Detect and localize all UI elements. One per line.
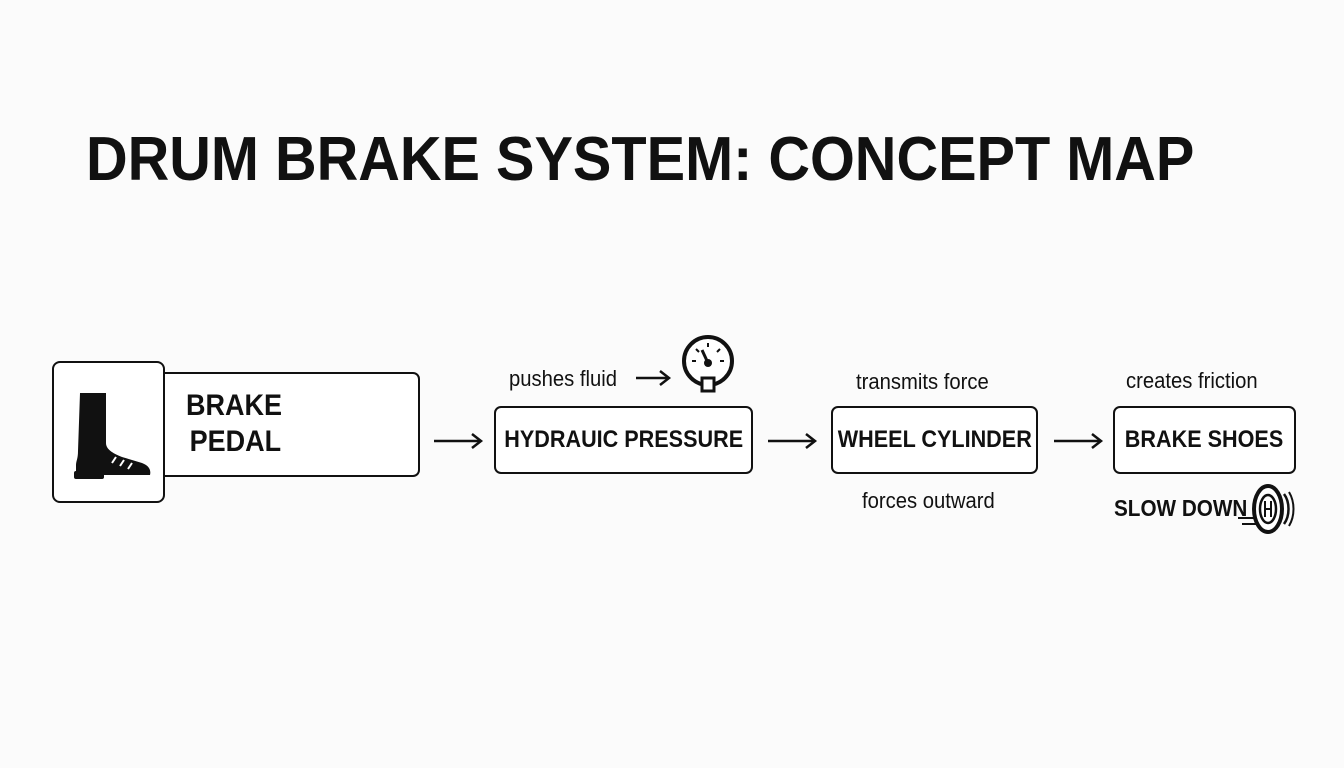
- brake-pedal-node: [155, 372, 420, 477]
- brake-shoes-label: BRAKE SHOES: [1125, 426, 1284, 453]
- hydraulic-pressure-label: HYDRAUIC PRESSURE: [504, 426, 743, 453]
- wheel-cylinder-label: WHEEL CYLINDER: [837, 426, 1032, 453]
- slow-down-label: SLOW DOWN: [1114, 495, 1248, 521]
- boot-icon: [74, 393, 151, 479]
- brake-pedal-label-line1: BRAKE: [186, 389, 283, 422]
- edge-label-forces-outward: forces outward: [862, 488, 995, 513]
- wheel-cylinder-node: WHEEL CYLINDER: [831, 406, 1038, 474]
- edge-label-pushes-fluid: pushes fluid: [509, 366, 618, 391]
- hydraulic-pressure-node: HYDRAUIC PRESSURE: [494, 406, 753, 474]
- page-title: DRUM BRAKE SYSTEM: CONCEPT MAP: [86, 125, 1195, 194]
- brake-shoes-node: BRAKE SHOES: [1113, 406, 1296, 474]
- arrow-to-gauge: [636, 370, 672, 386]
- brake-pedal-label-line2: PEDAL: [189, 425, 282, 458]
- arrow-cylinder-to-shoes: [1054, 433, 1104, 449]
- wheel-icon: [1238, 484, 1295, 534]
- edge-label-transmits-force: transmits force: [856, 369, 989, 394]
- arrow-pedal-to-hydraulic: [434, 433, 484, 449]
- edge-label-creates-friction: creates friction: [1126, 368, 1258, 393]
- pressure-gauge-icon: [682, 335, 734, 393]
- brake-pedal-label: BRAKE PEDAL: [186, 388, 282, 460]
- brake-pedal-icon-box: [52, 361, 165, 503]
- arrow-hydraulic-to-cylinder: [768, 433, 818, 449]
